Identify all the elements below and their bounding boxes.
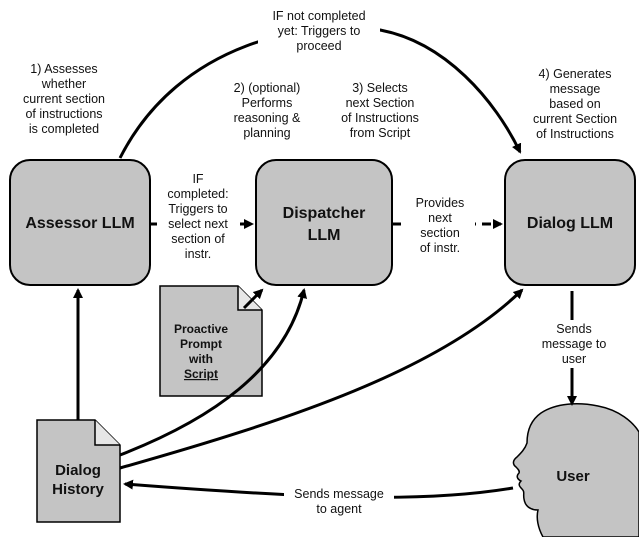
- label-line: 4) Generates: [539, 67, 612, 81]
- document-label: Dialog: [55, 462, 101, 479]
- label-line: select next: [168, 217, 228, 231]
- label-line: message to: [542, 337, 607, 351]
- label-line: Performs: [242, 96, 293, 110]
- document-label: Prompt: [180, 337, 222, 351]
- label-line: 1) Assesses: [30, 62, 97, 76]
- dispatcher-llm-label-line2: LLM: [308, 227, 341, 244]
- assessor-llm-label: Assessor LLM: [25, 215, 134, 232]
- dispatcher-llm-label-line1: Dispatcher: [283, 205, 366, 222]
- label-line: of Instructions: [341, 111, 419, 125]
- label-line: section: [420, 226, 460, 240]
- script-to-dispatcher-arrow: [242, 288, 264, 310]
- document-label-script: Script: [184, 367, 218, 381]
- label-line: IF not completed: [272, 9, 365, 23]
- label-line: IF: [192, 172, 203, 186]
- label-line: 2) (optional): [234, 81, 301, 95]
- label-line: of instructions: [25, 107, 102, 121]
- provides-label: Provides next section of instr.: [405, 195, 475, 255]
- label-line: of Instructions: [536, 127, 614, 141]
- user-head-silhouette: User: [512, 403, 639, 537]
- label-line: Sends: [556, 322, 591, 336]
- label-line: to agent: [316, 502, 362, 516]
- label-line: instr.: [185, 247, 211, 261]
- top-loop-label: IF not completed yet: Triggers to procee…: [258, 6, 380, 53]
- label-line: from Script: [350, 126, 411, 140]
- label-line: of instr.: [420, 241, 460, 255]
- if-completed-label: IF completed: Triggers to select next se…: [157, 170, 239, 262]
- document-label: History: [52, 481, 104, 498]
- step1-label: 1) Assesses whether current section of i…: [23, 62, 105, 136]
- label-line: current section: [23, 92, 105, 106]
- step4-label: 4) Generates message based on current Se…: [533, 67, 617, 141]
- label-line: whether: [41, 77, 86, 91]
- document-label: with: [188, 352, 213, 366]
- document-label: Proactive: [174, 322, 228, 336]
- label-line: completed:: [167, 187, 228, 201]
- proactive-prompt-document: Proactive Prompt with Script: [159, 285, 263, 397]
- dispatcher-llm-box: Dispatcher LLM: [255, 159, 393, 286]
- label-line: current Section: [533, 112, 617, 126]
- label-line: Provides: [416, 196, 465, 210]
- step3-label: 3) Selects next Section of Instructions …: [341, 81, 419, 140]
- sends-user-label: Sends message to user: [542, 320, 607, 368]
- step2-label: 2) (optional) Performs reasoning & plann…: [234, 81, 301, 140]
- dialog-llm-label: Dialog LLM: [527, 215, 613, 232]
- label-line: Triggers to: [168, 202, 227, 216]
- label-line: Sends message: [294, 487, 384, 501]
- label-line: planning: [243, 126, 290, 140]
- label-line: 3) Selects: [352, 81, 408, 95]
- label-line: proceed: [296, 39, 341, 53]
- label-line: next: [428, 211, 452, 225]
- label-line: yet: Triggers to: [278, 24, 361, 38]
- label-line: reasoning &: [234, 111, 301, 125]
- label-line: is completed: [29, 122, 99, 136]
- dialog-llm-box: Dialog LLM: [504, 159, 636, 286]
- dialog-history-document: Dialog History: [36, 419, 121, 523]
- label-line: user: [562, 352, 586, 366]
- history-to-dispatcher-arrow: [119, 288, 308, 457]
- sends-agent-label: Sends message to agent: [284, 486, 394, 520]
- user-label: User: [556, 468, 590, 485]
- label-line: based on: [549, 97, 600, 111]
- assessor-llm-box: Assessor LLM: [9, 159, 151, 286]
- label-line: section of: [171, 232, 225, 246]
- history-to-dialog-arrow: [119, 288, 524, 470]
- label-line: message: [550, 82, 601, 96]
- label-line: next Section: [346, 96, 415, 110]
